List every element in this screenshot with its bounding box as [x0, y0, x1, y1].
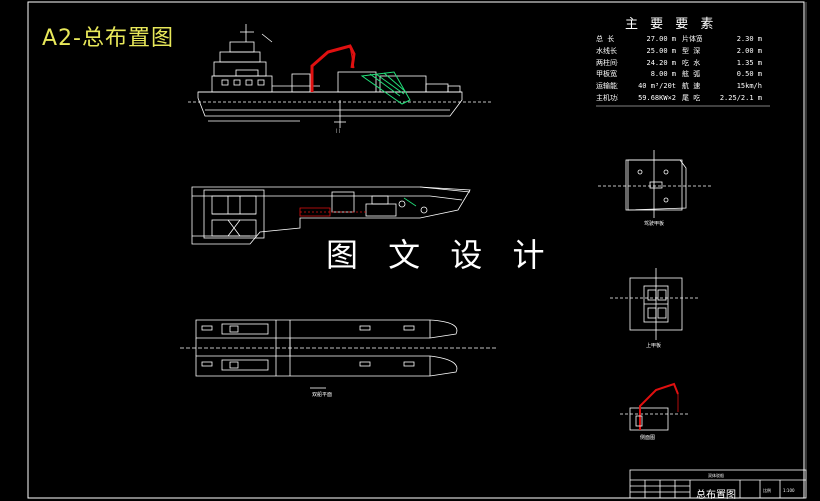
spec-label: 水线长 [596, 46, 617, 55]
drawing-title: A2-总布置图 [42, 26, 174, 51]
title-block-cell-b: 1:100 [783, 488, 795, 493]
spec-label: 吃 水 [682, 58, 701, 67]
crane-detail-view [620, 382, 690, 431]
spec-value: 59.68KW×2 [638, 93, 676, 102]
hull-upper [195, 319, 458, 339]
spec-label: 运输能力/载量 [596, 82, 618, 91]
title-block-cell-a: 比例 [763, 488, 771, 493]
spec-label: 两柱间长 [596, 58, 618, 67]
spec-label: 总 长 [596, 35, 615, 43]
drawing-frame [27, 1, 805, 499]
spec-label: 尾 吃 [682, 93, 701, 102]
spec-row: 水线长 25.00 m 型 深 2.00 m [596, 46, 766, 58]
svg-text:| |: | | [336, 128, 340, 133]
spec-value: 1.35 m [736, 58, 762, 67]
spec-label: 航 速 [682, 82, 701, 91]
view-label-top: 双船平面 [312, 392, 333, 398]
section-view-2 [610, 268, 700, 340]
section-view-1 [598, 150, 712, 218]
spec-value: 2.25/2.1 m [719, 93, 762, 102]
spec-value: 8.00 m [650, 70, 676, 79]
spec-value: 2.00 m [736, 46, 762, 55]
spec-row: 两柱间长 24.20 m 吃 水 1.35 m [596, 58, 766, 70]
spec-value: 15km/h [736, 82, 762, 91]
spec-row: 甲板宽 8.00 m 舷 弧 0.50 m [596, 69, 766, 81]
view-label-deck-plan: 驾驶甲板 [644, 221, 665, 227]
spec-value: 25.00 m [646, 46, 676, 55]
hull-lower [195, 355, 458, 377]
spec-value: 40 m³/20t [638, 82, 676, 91]
spec-table: 总 长 27.00 m 片体宽 2.30 m 水线长 25.00 m 型 深 2.00 m 两柱… [596, 34, 766, 105]
crane-arm [310, 44, 356, 92]
title-block-name: 总布置图 [696, 490, 736, 501]
spec-label: 片体宽 [682, 35, 702, 43]
spec-row: 运输能力/载量 40 m³/20t 航 速 15km/h [596, 81, 766, 93]
spec-value: 0.50 m [736, 70, 762, 79]
side-elevation-view: | | [188, 24, 492, 133]
spec-label: 主机功率 [596, 93, 618, 102]
title-block-top-cell: 双体驳船 [708, 473, 724, 478]
spec-row: 总 长 27.00 m 片体宽 2.30 m [596, 34, 766, 46]
spec-label: 甲板宽 [596, 70, 617, 79]
spec-label: 型 深 [682, 46, 701, 55]
spec-value: 27.00 m [646, 35, 676, 43]
spec-table-title: 主 要 要 素 [625, 17, 718, 32]
spec-value: 24.20 m [646, 58, 676, 67]
conveyor [360, 71, 411, 105]
twin-hull-plan-view [180, 319, 496, 389]
view-label-upper-deck: 上甲板 [646, 343, 662, 349]
watermark-text: 图 文 设 计 [326, 236, 555, 274]
deck-plan-view [191, 186, 471, 245]
view-label-profile: 侧面图 [640, 435, 656, 441]
spec-value: 2.30 m [736, 35, 762, 43]
spec-row: 主机功率 59.68KW×2 尾 吃 2.25/2.1 m [596, 93, 766, 105]
spec-label: 舷 弧 [682, 70, 701, 79]
title-block [629, 469, 807, 499]
